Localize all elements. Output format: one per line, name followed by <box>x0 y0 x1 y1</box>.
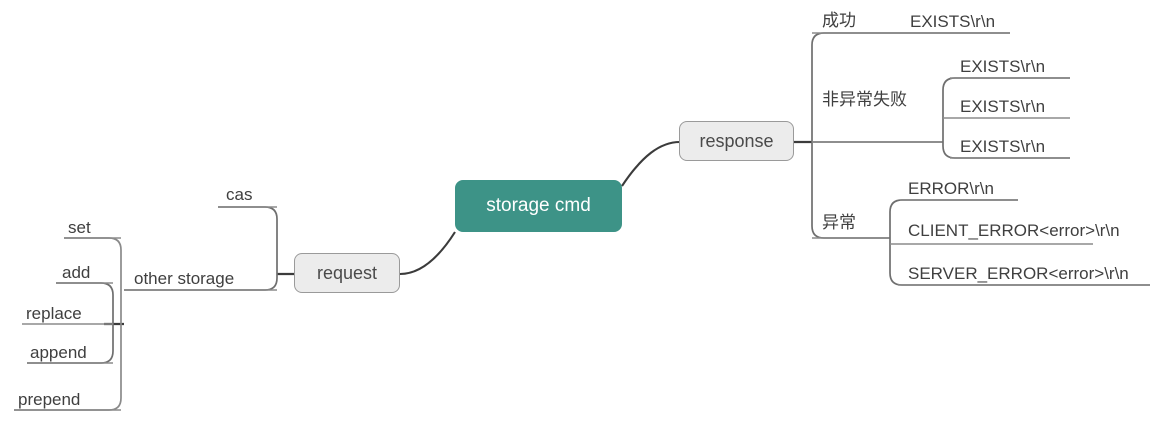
leaf-cas[interactable]: cas <box>226 185 253 204</box>
leaf-other-storage[interactable]: other storage <box>134 269 235 288</box>
branch-node-response-label: response <box>699 130 774 151</box>
edge-root-to-request <box>399 231 456 276</box>
leaf-exists-3[interactable]: EXISTS\r\n <box>960 97 1046 116</box>
leaf-append[interactable]: append <box>30 343 87 362</box>
branch-node-request[interactable]: request <box>294 253 400 293</box>
edge-root-to-response <box>621 140 681 187</box>
leaf-error[interactable]: ERROR\r\n <box>908 179 994 198</box>
leaf-prepend[interactable]: prepend <box>18 390 81 409</box>
leaf-exception[interactable]: 异常 <box>822 213 856 233</box>
branch-node-request-label: request <box>316 262 378 283</box>
leaf-set[interactable]: set <box>68 218 91 237</box>
root-node-storage-cmd[interactable]: storage cmd <box>455 180 622 232</box>
bracket-request-children <box>218 206 278 274</box>
leaf-exists-2[interactable]: EXISTS\r\n <box>960 57 1046 76</box>
leaf-success[interactable]: 成功 <box>822 11 856 31</box>
leaf-client-error[interactable]: CLIENT_ERROR<error>\r\n <box>908 221 1120 240</box>
leaf-add[interactable]: add <box>62 263 91 282</box>
leaf-exists-1[interactable]: EXISTS\r\n <box>910 12 996 31</box>
leaf-replace[interactable]: replace <box>26 304 82 323</box>
leaf-server-error[interactable]: SERVER_ERROR<error>\r\n <box>908 264 1129 283</box>
leaf-non-exception-failure[interactable]: 非异常失败 <box>822 90 907 110</box>
root-node-label: storage cmd <box>486 195 591 216</box>
bracket-response-top <box>811 32 1010 142</box>
branch-node-response[interactable]: response <box>679 121 794 161</box>
leaf-exists-4[interactable]: EXISTS\r\n <box>960 137 1046 156</box>
